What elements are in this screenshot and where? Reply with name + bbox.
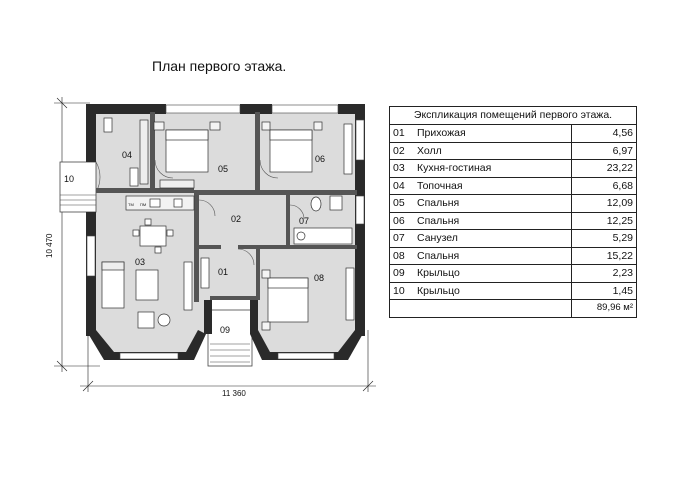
room-label-08: 08 <box>314 273 324 283</box>
room-area: 4,56 <box>571 124 637 143</box>
room-area: 5,29 <box>571 229 637 248</box>
room-number: 08 <box>389 246 414 265</box>
doors <box>95 159 305 266</box>
room-name: Крыльцо <box>414 281 572 300</box>
room-area: 6,97 <box>571 141 637 160</box>
room-area: 12,25 <box>571 211 637 230</box>
total-spacer <box>414 299 572 318</box>
room-area: 1,45 <box>571 281 637 300</box>
plan-title: План первого этажа. <box>152 58 287 74</box>
room-label-10: 10 <box>64 174 74 184</box>
room-schedule-header-row: Экспликация помещений первого этажа. <box>389 106 637 125</box>
room-number: 05 <box>389 194 414 213</box>
appliance-label-tm: ТМ <box>128 202 134 207</box>
room-label-09: 09 <box>220 325 230 335</box>
room-area: 2,23 <box>571 264 637 283</box>
dimension-height: 10 470 <box>45 233 54 258</box>
dimension-width: 11 360 <box>222 389 246 398</box>
room-schedule-total: 89,96 м² <box>571 299 637 318</box>
room-number: 07 <box>389 229 414 248</box>
total-spacer <box>389 299 414 318</box>
room-number: 09 <box>389 264 414 283</box>
room-area: 15,22 <box>571 246 637 265</box>
room-number: 06 <box>389 211 414 230</box>
room-area: 6,68 <box>571 176 637 195</box>
room-name: Прихожая <box>414 124 572 143</box>
dimension-lines <box>54 97 376 392</box>
room-label-02: 02 <box>231 214 241 224</box>
room-name: Топочная <box>414 176 572 195</box>
room-label-05: 05 <box>218 164 228 174</box>
porch-10 <box>59 161 97 213</box>
furniture <box>101 117 355 331</box>
room-number: 02 <box>389 141 414 160</box>
interior-walls <box>96 112 357 302</box>
room-label-07: 07 <box>299 216 309 226</box>
room-number: 01 <box>389 124 414 143</box>
room-number: 04 <box>389 176 414 195</box>
room-name: Крыльцо <box>414 264 572 283</box>
room-schedule-header: Экспликация помещений первого этажа. <box>389 106 637 125</box>
room-area: 23,22 <box>571 159 637 178</box>
room-label-03: 03 <box>135 257 145 267</box>
room-schedule-total-row: 89,96 м² <box>389 299 637 318</box>
room-area: 12,09 <box>571 194 637 213</box>
room-name: Спальня <box>414 194 572 213</box>
room-label-04: 04 <box>122 150 132 160</box>
room-label-01: 01 <box>218 267 228 277</box>
porch-09 <box>207 309 253 367</box>
room-number: 03 <box>389 159 414 178</box>
room-labels: 04 05 06 10 02 07 03 01 08 09 <box>64 150 325 335</box>
room-number: 10 <box>389 281 414 300</box>
room-name: Холл <box>414 141 572 160</box>
room-name: Кухня-гостиная <box>414 159 572 178</box>
room-label-06: 06 <box>315 154 325 164</box>
room-name: Спальня <box>414 211 572 230</box>
room-name: Санузел <box>414 229 572 248</box>
windows <box>86 104 365 360</box>
room-name: Спальня <box>414 246 572 265</box>
appliance-label-pm: ПМ <box>140 202 146 207</box>
